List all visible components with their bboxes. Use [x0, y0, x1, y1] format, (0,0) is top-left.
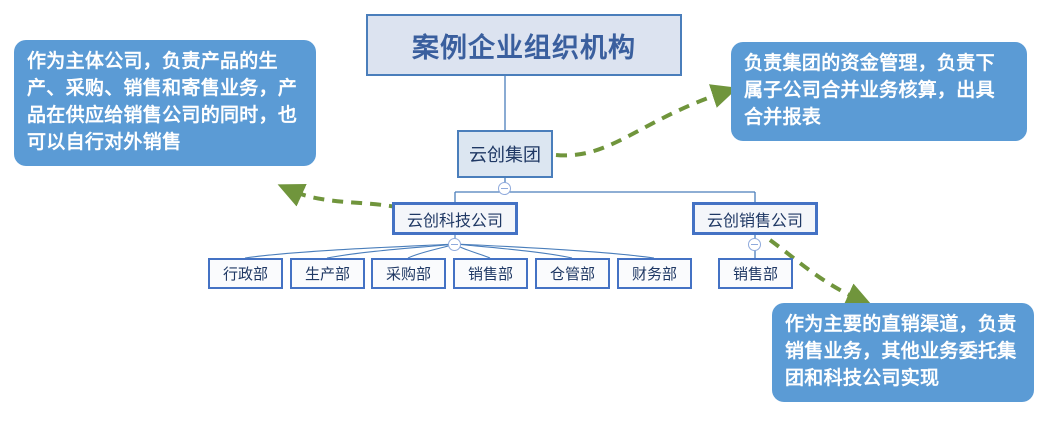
minus-circle-icon-tech[interactable] — [448, 238, 461, 251]
org-node-dept-purchasing-label: 采购部 — [385, 266, 431, 283]
org-node-dept-admin-label: 行政部 — [222, 266, 268, 283]
org-node-dept-sales-label: 销售部 — [467, 266, 513, 283]
org-node-dept-admin[interactable]: 行政部 — [208, 258, 283, 289]
org-node-dept-purchasing[interactable]: 采购部 — [371, 258, 446, 289]
org-node-dept-sales-company-sales-label: 销售部 — [732, 266, 778, 283]
chart-title-box: 案例企业组织机构 — [366, 14, 682, 76]
page-title: 案例企业组织机构 — [412, 32, 636, 63]
callout-tech-company: 作为主体公司，负责产品的生产、采购、销售和寄售业务，产品在供应给销售公司的同时，… — [14, 40, 316, 166]
org-node-tech-company-label: 云创科技公司 — [406, 212, 503, 230]
callout-sales-company: 作为主要的直销渠道，负责销售业务，其他业务委托集团和科技公司实现 — [772, 303, 1034, 402]
minus-circle-icon-root[interactable] — [498, 182, 511, 195]
org-node-dept-production-label: 生产部 — [304, 266, 350, 283]
org-node-dept-finance[interactable]: 财务部 — [617, 258, 692, 289]
org-node-dept-production[interactable]: 生产部 — [290, 258, 365, 289]
org-node-dept-sales-company-sales[interactable]: 销售部 — [718, 258, 793, 289]
org-node-dept-warehouse-label: 仓管部 — [549, 266, 595, 283]
org-node-dept-warehouse[interactable]: 仓管部 — [535, 258, 610, 289]
arrow-to-group-callout — [555, 84, 738, 158]
org-node-dept-finance-label: 财务部 — [631, 266, 677, 283]
callout-group: 负责集团的资金管理，负责下属子公司合并业务核算，出具合并报表 — [731, 42, 1027, 141]
org-node-tech-company[interactable]: 云创科技公司 — [392, 202, 518, 235]
minus-circle-icon-sales[interactable] — [748, 238, 761, 251]
org-node-group[interactable]: 云创集团 — [457, 130, 553, 178]
org-node-dept-sales[interactable]: 销售部 — [453, 258, 528, 289]
org-node-sales-company-label: 云创销售公司 — [706, 212, 803, 230]
org-node-group-label: 云创集团 — [469, 145, 541, 165]
org-node-sales-company[interactable]: 云创销售公司 — [692, 202, 818, 235]
